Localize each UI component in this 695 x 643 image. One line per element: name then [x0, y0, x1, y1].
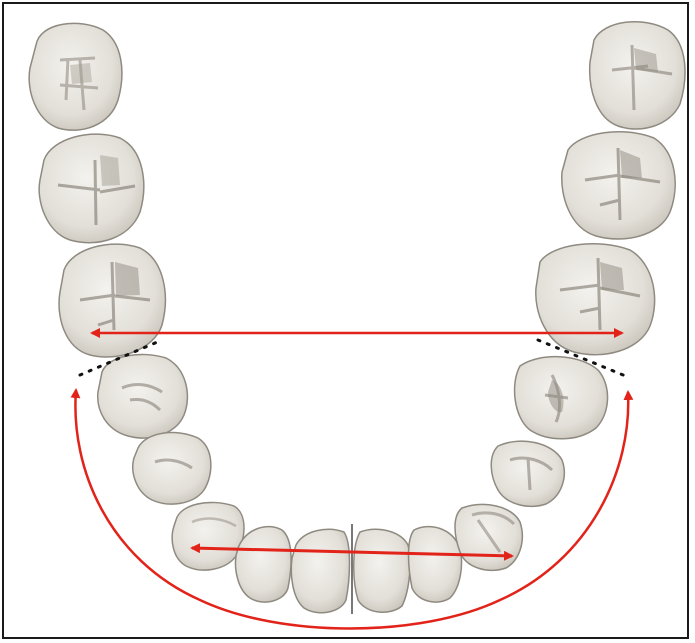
- right-second-premolar: [515, 357, 608, 439]
- left-second-premolar: [98, 354, 188, 437]
- right-first-premolar: [491, 441, 564, 506]
- right-central-incisor: [354, 529, 410, 612]
- left-lateral-incisor: [236, 527, 292, 603]
- right-third-molar: [590, 22, 685, 129]
- right-second-molar: [562, 132, 675, 239]
- right-first-molar: [536, 244, 655, 355]
- left-third-molar: [29, 23, 122, 130]
- right-lateral-incisor: [409, 527, 462, 603]
- left-first-molar: [59, 244, 165, 357]
- left-second-molar: [39, 134, 144, 243]
- left-central-incisor: [291, 529, 349, 612]
- left-canine: [172, 502, 244, 570]
- right-canine: [455, 504, 522, 570]
- left-first-premolar: [133, 433, 211, 505]
